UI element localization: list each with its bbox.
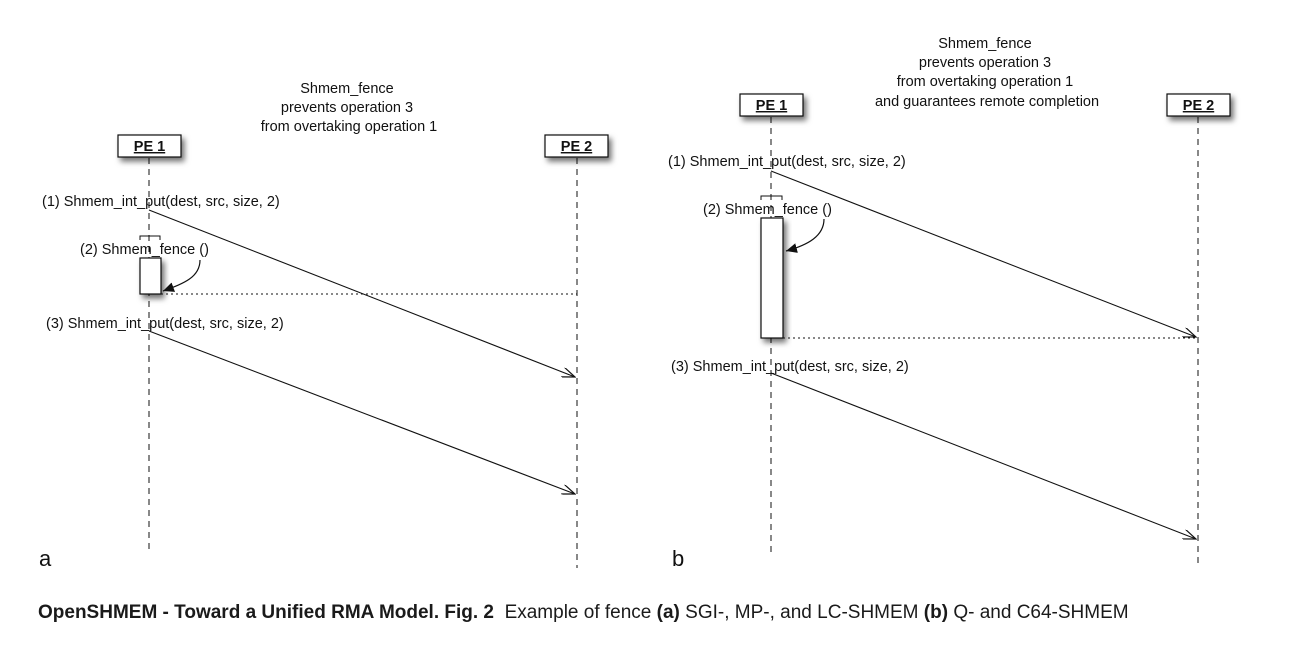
note-line: Shmem_fence [300, 81, 394, 97]
sequence-diagrams: PE 1 PE 2 Shmem_fence prevents operation… [39, 36, 1231, 571]
message-op3 [770, 372, 1196, 539]
note-line: prevents operation 3 [919, 55, 1051, 71]
panel-b: PE 1 PE 2 Shmem_fence prevents operation… [668, 36, 1231, 571]
pe1-label: PE 1 [756, 98, 787, 114]
pe2-box: PE 2 [544, 134, 609, 158]
fence-bracket [139, 235, 161, 240]
note-line: prevents operation 3 [281, 100, 413, 116]
figure-caption: OpenSHMEM - Toward a Unified RMA Model. … [38, 597, 1278, 629]
caption-title: OpenSHMEM - Toward a Unified RMA Model. … [38, 602, 494, 623]
note-line: from overtaking operation 1 [261, 119, 438, 135]
op2-label: (2) Shmem_fence () [80, 242, 209, 258]
fence-activation-box [139, 257, 162, 295]
note-line: and guarantees remote completion [875, 94, 1099, 110]
op2-label: (2) Shmem_fence () [703, 202, 832, 218]
fence-note: Shmem_fence prevents operation 3 from ov… [875, 36, 1099, 110]
fence-pointer-arrow [162, 259, 201, 292]
op3-label: (3) Shmem_int_put(dest, src, size, 2) [671, 359, 909, 375]
caption-tag-a: (a) [656, 602, 680, 623]
caption-text: SGI-, MP-, and LC-SHMEM [685, 602, 919, 623]
note-line: from overtaking operation 1 [897, 74, 1074, 90]
pe1-box: PE 1 [117, 134, 182, 158]
caption-text: Example of fence [504, 602, 652, 623]
pe2-box: PE 2 [1166, 93, 1231, 117]
panel-label-b: b [672, 546, 684, 571]
pe2-label: PE 2 [1183, 98, 1214, 114]
caption-text: Q- and C64-SHMEM [953, 602, 1129, 623]
message-op3 [148, 330, 575, 494]
fence-bracket [760, 195, 783, 200]
message-op1 [770, 170, 1196, 337]
fence-activation-box [760, 217, 784, 339]
caption-tag-b: (b) [923, 602, 949, 623]
fence-note: Shmem_fence prevents operation 3 from ov… [261, 81, 438, 135]
op1-label: (1) Shmem_int_put(dest, src, size, 2) [42, 194, 280, 210]
panel-a: PE 1 PE 2 Shmem_fence prevents operation… [39, 81, 609, 571]
op1-label: (1) Shmem_int_put(dest, src, size, 2) [668, 154, 906, 170]
pe1-label: PE 1 [134, 139, 165, 155]
panel-label-a: a [39, 546, 52, 571]
note-line: Shmem_fence [938, 36, 1032, 52]
pe1-box: PE 1 [739, 93, 804, 117]
pe2-label: PE 2 [561, 139, 592, 155]
op3-label: (3) Shmem_int_put(dest, src, size, 2) [46, 316, 284, 332]
message-op1 [148, 209, 575, 377]
fence-pointer-arrow [785, 218, 825, 253]
